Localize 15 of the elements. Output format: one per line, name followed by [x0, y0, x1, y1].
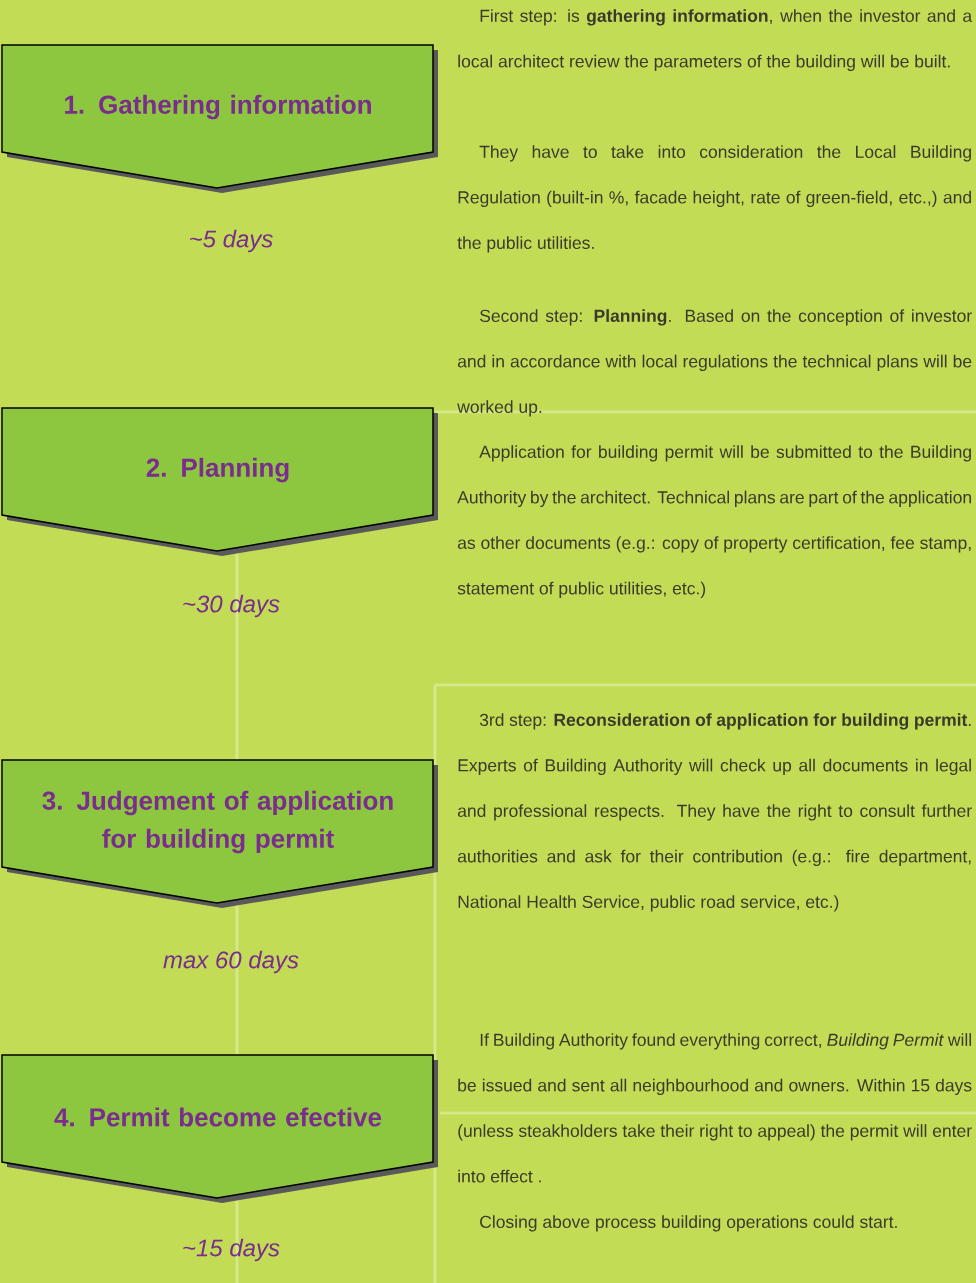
chevron-box: 2. Planning [1, 407, 438, 556]
paragraph: If Building Authority found everything correct, Building Permit will be issued and sent all neighbourhood and owners. Within 15 days (unless steakholders take their right to appeal) the permit will enter into effect . [458, 1033, 972, 1183]
chevron-box: 3. Judgement of application for building permit [1, 759, 438, 908]
paragraph: First step: is gathering information, when the investor and a local architect review the parameters of the building will be built. [458, 9, 973, 71]
chevron-box: 4. Permit become efective [1, 1054, 438, 1203]
paragraph: Second step: Planning. Based on the conception of investor and in accordance with local regulations the technical plans will be worked up. [457, 309, 972, 417]
duration-label: max 60 days [163, 950, 299, 974]
duration-label: ~15 days [183, 1238, 280, 1262]
paragraph: They have to take into consideration the Local Building Regulation (built-in %, facade height, rate of green-field, etc.,) and the public utilities. [457, 145, 971, 253]
paragraph: 3rd step: Reconsideration of application for building permit. Experts of Building Authority will check up all documents in legal and professional respects. They have the right to consult further authorities and ask for their contribution (e.g.: fire department, National Health Service, public road service, etc.) [457, 713, 972, 912]
paragraph: Closing above process building operations could start. [480, 1215, 897, 1232]
duration-label: ~5 days [190, 229, 273, 253]
duration-label: ~30 days [183, 594, 280, 618]
chevron-box: 1. Gathering information [1, 44, 438, 193]
paragraph: Application for building permit will be submitted to the Building Authority by the architect. Technical plans are part of the application as other documents (e.g.: copy of property certification, fee stamp, statement of public utilities, etc.) [457, 445, 971, 598]
